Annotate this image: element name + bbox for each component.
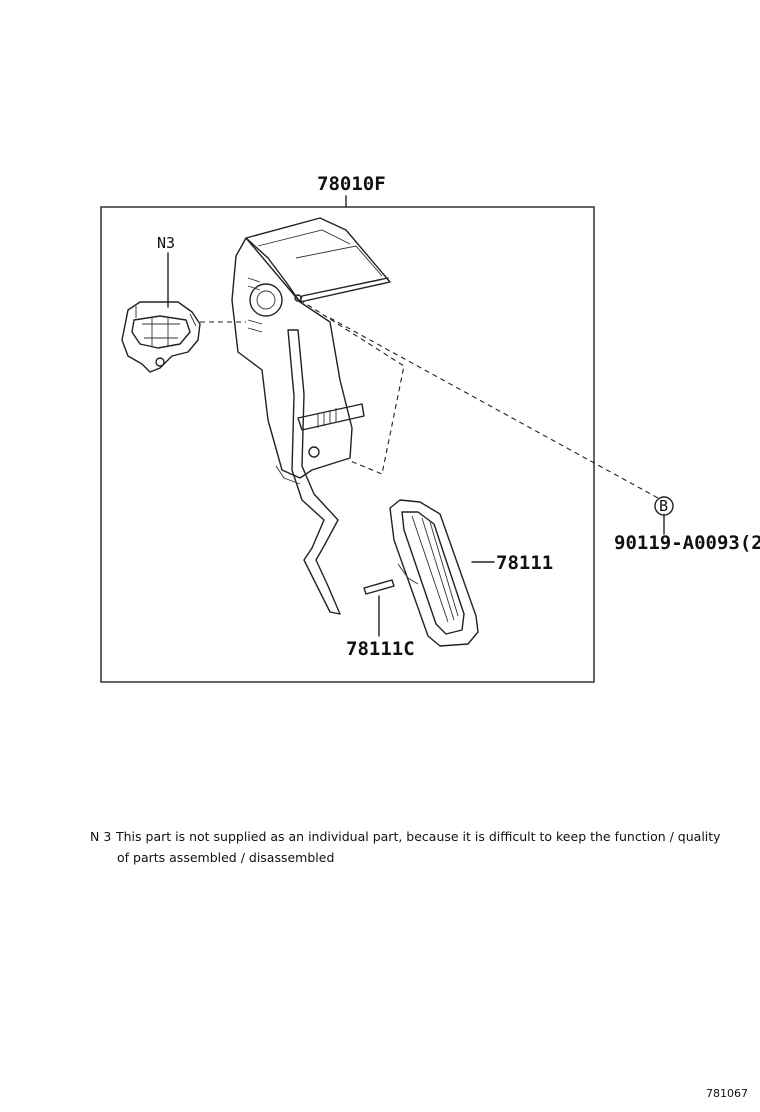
pedal-position-sensor[interactable] [121,301,201,373]
footnote: N 3 This part is not supplied as an indi… [90,826,730,868]
pad-part-label[interactable]: 78111 [496,552,553,574]
sensor-note-label[interactable]: N3 [157,234,175,252]
pin-part-label[interactable]: 78111C [346,638,415,660]
bolt-part-label[interactable]: 90119-A0093(2) [614,532,760,554]
assembly-frame [100,206,595,683]
pedal-pad[interactable] [389,499,479,647]
footnote-marker: N 3 [90,829,112,844]
bolt-dashed-line [299,299,659,499]
pedal-bracket-assembly[interactable] [231,217,391,615]
footnote-text: This part is not supplied as an individu… [116,829,721,865]
bolt-symbol-letter: B [659,497,668,515]
figure-code: 781067 [706,1087,748,1100]
pedal-pin[interactable] [363,579,395,595]
assembly-part-label[interactable]: 78010F [317,173,386,195]
